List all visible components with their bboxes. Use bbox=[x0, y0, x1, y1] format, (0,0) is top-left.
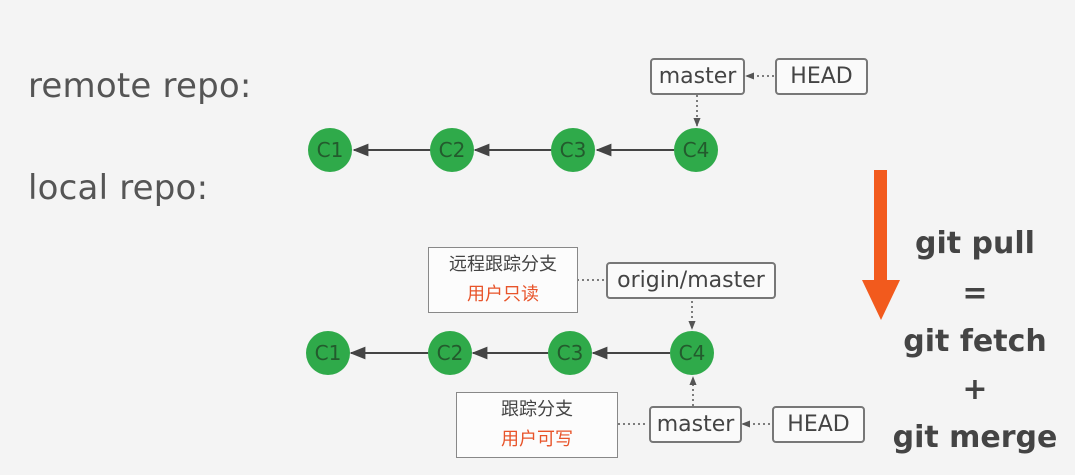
equals-sign: = bbox=[962, 276, 988, 311]
callout-remote-tracking-branch: 远程跟踪分支 用户只读 bbox=[428, 247, 578, 313]
plus-sign: + bbox=[962, 372, 988, 407]
local-commit-c1: C1 bbox=[306, 331, 350, 375]
remote-head-ref: HEAD bbox=[775, 58, 868, 95]
callout-tracking-title: 跟踪分支 bbox=[501, 399, 573, 420]
git-merge-text: git merge bbox=[892, 420, 1058, 455]
callout-remote-tracking-title: 远程跟踪分支 bbox=[449, 254, 557, 275]
git-pull-text: git pull bbox=[915, 226, 1035, 261]
callout-tracking-branch: 跟踪分支 用户可写 bbox=[456, 392, 618, 458]
remote-commit-c2: C2 bbox=[430, 128, 474, 172]
origin-master-ref: origin/master bbox=[606, 262, 776, 299]
remote-commit-c4: C4 bbox=[674, 128, 718, 172]
local-commit-c4: C4 bbox=[670, 331, 714, 375]
pull-arrow bbox=[862, 170, 900, 320]
remote-repo-label: remote repo: bbox=[28, 66, 252, 106]
remote-master-ref: master bbox=[650, 58, 745, 95]
local-head-ref: HEAD bbox=[772, 406, 865, 443]
local-repo-label: local repo: bbox=[28, 168, 209, 208]
local-master-ref: master bbox=[649, 406, 742, 443]
local-commit-c3: C3 bbox=[548, 331, 592, 375]
remote-commit-c1: C1 bbox=[308, 128, 352, 172]
local-commit-c2: C2 bbox=[428, 331, 472, 375]
git-fetch-text: git fetch bbox=[903, 324, 1047, 359]
remote-commit-c3: C3 bbox=[551, 128, 595, 172]
callout-tracking-note: 用户可写 bbox=[501, 429, 573, 450]
callout-remote-tracking-note: 用户只读 bbox=[467, 284, 539, 305]
